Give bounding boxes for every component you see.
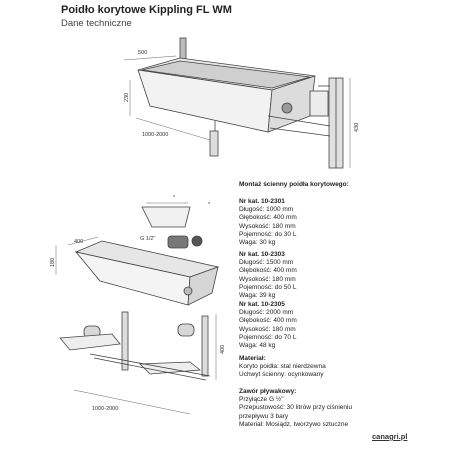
spec-line: Długość: 1500 mm xyxy=(239,259,294,267)
wall-mount-drawing: 1000-2000 400 xyxy=(59,311,226,415)
spec-block-3: Nr kat. 10-2305 Długość: 2000 mm Głęboko… xyxy=(239,301,297,350)
spec-block-2: Nr kat. 10-2303 Długość: 1500 mm Głęboko… xyxy=(239,251,297,300)
spec-line: Uchwyt ścienny: ocynkowany xyxy=(239,371,324,379)
spec-mount-title: Montaż ścienny poidła korytowego: xyxy=(239,181,349,188)
bottom-side-label: 400 xyxy=(220,345,226,354)
spec-material: Materiał: Koryto poidła: stal nierdzewna… xyxy=(239,355,326,380)
spec-line: Waga: 48 kg xyxy=(239,342,276,350)
spec-line: Pojemność: do 70 L xyxy=(239,333,297,341)
trough-parts-drawing: * * G 1/2" 400 180 xyxy=(50,195,220,306)
spec-line: Przepustowość: 30 litrów przy ciśnieniu xyxy=(239,404,353,412)
spec-line: Waga: 30 kg xyxy=(239,239,276,247)
trough-assembly-drawing: 500 230 1000-2000 430 xyxy=(123,37,360,169)
spec-block-1: Nr kat. 10-2301 Długość: 1000 mm Głęboko… xyxy=(239,198,297,247)
spec-line: Długość: 2000 mm xyxy=(239,309,294,317)
spec-line: Koryto poidła: stal nierdzewna xyxy=(239,363,326,371)
spec-line: Głębokość: 400 mm xyxy=(239,267,297,275)
spec-line: Przyłącze G ½" xyxy=(239,396,284,404)
spec-line: Materiał: Mosiądz, tworzywo sztuczne xyxy=(239,420,349,428)
spec-line: Waga: 39 kg xyxy=(239,292,276,300)
mid-height-label: 180 xyxy=(50,258,56,267)
bottom-length-label: 1000-2000 xyxy=(92,406,118,412)
spec-line: Długość: 1000 mm xyxy=(239,206,294,214)
spec-line: Wysokość: 180 mm xyxy=(239,325,296,333)
spec-line: Głębokość: 400 mm xyxy=(239,317,297,325)
page-subtitle: Dane techniczne xyxy=(61,18,132,29)
dim-width-label: 500 xyxy=(138,50,147,56)
dim-height-label: 230 xyxy=(124,93,130,102)
spec-valve: Zawór pływakowy: Przyłącze G ½" Przepust… xyxy=(239,388,352,429)
spec-line: Wysokość: 180 mm xyxy=(239,275,296,283)
brand-link[interactable]: canagri.pl xyxy=(372,432,408,441)
page-title: Poidło korytowe Kippling FL WM xyxy=(61,4,232,16)
spec-cat-2: Nr kat. 10-2303 xyxy=(239,251,285,258)
spec-line: Pojemność: do 30 L xyxy=(239,230,297,238)
valve-label: G 1/2" xyxy=(140,236,155,242)
spec-line: przepływu 3 bary xyxy=(239,412,289,420)
valve-title: Zawór pływakowy: xyxy=(239,388,297,395)
spec-cat-3: Nr kat. 10-2305 xyxy=(239,301,285,308)
spec-line: Głębokość: 400 mm xyxy=(239,214,297,222)
spec-cat-1: Nr kat. 10-2301 xyxy=(239,198,285,205)
dim-side-label: 430 xyxy=(354,123,360,132)
dim-length-label: 1000-2000 xyxy=(142,132,168,138)
material-title: Materiał: xyxy=(239,355,266,362)
spec-line: Wysokość: 180 mm xyxy=(239,222,296,230)
mark-1: * xyxy=(173,195,176,201)
mid-width-label: 400 xyxy=(74,239,83,245)
spec-line: Pojemność: do 50 L xyxy=(239,283,297,291)
mark-2: * xyxy=(208,202,211,208)
